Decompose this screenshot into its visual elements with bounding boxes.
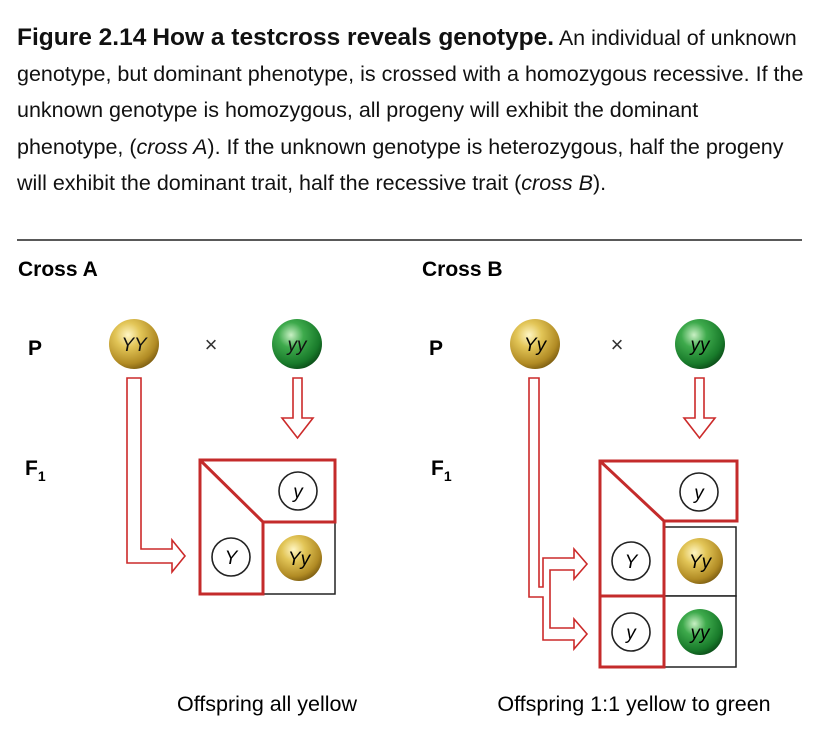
cross-a-gamete-top: [278, 471, 318, 511]
cross-b-offspring-1-genotype: Yy: [689, 552, 713, 573]
cross-b-result: Offspring 1:1 yellow to green: [497, 692, 770, 716]
cross-b-f1-label: F1: [431, 457, 452, 484]
cross-b-parent2-genotype: yy: [689, 335, 712, 356]
cross-a-gamete-arrow-left: [126, 377, 187, 575]
yellow-pea-icon: [109, 319, 159, 369]
cross-b-gamete-left-2-label: y: [624, 623, 637, 644]
cross-a-offspring-genotype: Yy: [288, 549, 312, 570]
cross-b-gamete-top-label: y: [692, 483, 705, 504]
figure-number: Figure 2.14: [17, 24, 147, 51]
cross-b-gamete-left-2: [611, 612, 651, 652]
cross-b-gamete-arrow-left: [528, 377, 589, 652]
figure-caption: Figure 2.14 How a testcross reveals geno…: [17, 20, 807, 201]
caption-text-run: An individual of unknown genotype, but d…: [17, 26, 804, 159]
cross-b-p-label: P: [429, 337, 443, 360]
caption-text-run: cross A: [136, 134, 208, 159]
cross-a-gamete-arrow-down: [280, 377, 315, 440]
green-pea-icon: [675, 319, 725, 369]
cross-b-gamete-left-1-label: Y: [625, 552, 639, 573]
cross-a-gamete-left-label: Y: [225, 548, 239, 569]
cross-b-title: Cross B: [422, 258, 503, 281]
cross-a-result: Offspring all yellow: [177, 692, 358, 716]
cross-a-parent2-genotype: yy: [286, 335, 309, 356]
cross-a-punnett-diagonal: [198, 458, 265, 524]
cross-a-f1-label: F1: [25, 457, 46, 484]
yellow-pea-icon: [510, 319, 560, 369]
yellow-pea-icon: [677, 538, 723, 584]
caption-body: An individual of unknown genotype, but d…: [17, 26, 803, 195]
caption-text-run: ). If the unknown genotype is heterozygo…: [17, 134, 784, 195]
cross-a-gamete-top-label: y: [291, 482, 304, 503]
cross-b-parent1-genotype: Yy: [524, 335, 548, 356]
yellow-pea-icon: [276, 535, 322, 581]
cross-b-punnett-diagonal: [598, 459, 666, 523]
figure-title: How a testcross reveals genotype.: [152, 24, 555, 51]
cross-a-p-label: P: [28, 337, 42, 360]
cross-b-cross-symbol: ×: [611, 332, 624, 357]
cross-a-cross-symbol: ×: [205, 332, 218, 357]
cross-b-gamete-top: [679, 472, 719, 512]
cross-b-offspring-2-genotype: yy: [689, 623, 712, 644]
cross-a-parent1-genotype: YY: [121, 335, 148, 356]
cross-a-gamete-left: [211, 537, 251, 577]
green-pea-icon: [272, 319, 322, 369]
caption-text-run: cross B: [521, 170, 593, 195]
green-pea-icon: [677, 609, 723, 655]
cross-a-title: Cross A: [18, 258, 98, 281]
cross-b-gamete-arrow-down: [682, 377, 717, 440]
cross-b-gamete-left-1: [611, 541, 651, 581]
caption-text-run: ).: [592, 170, 607, 195]
